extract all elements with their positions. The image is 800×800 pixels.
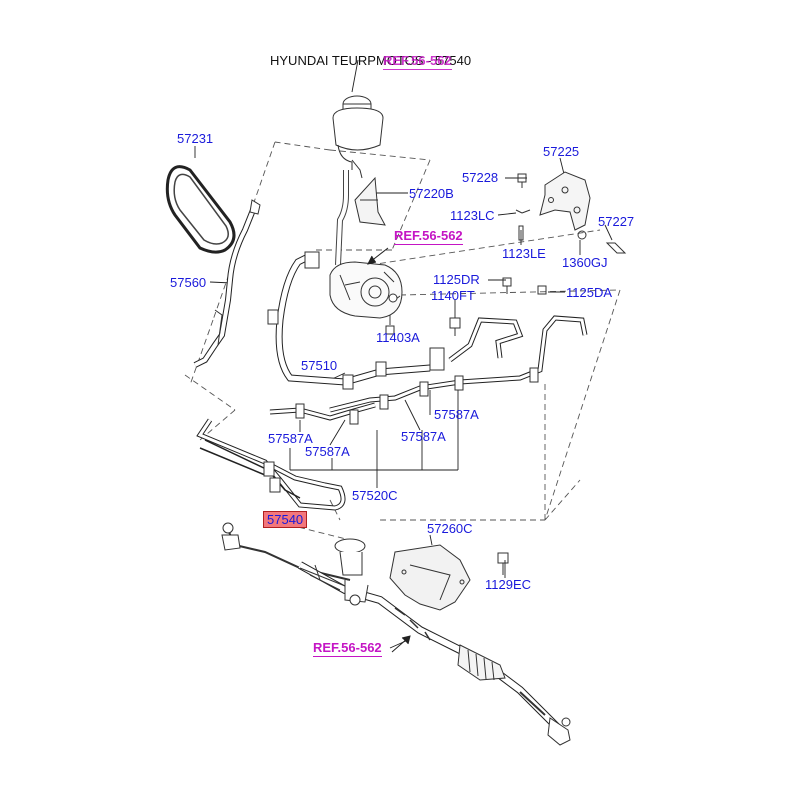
tube-57540-illustration bbox=[196, 418, 346, 511]
part-label-1140ft[interactable]: 1140FT bbox=[431, 288, 475, 303]
part-label-57225[interactable]: 57225 bbox=[543, 144, 580, 159]
part-label-1125dr[interactable]: 1125DR bbox=[433, 272, 480, 287]
part-label-57587a-left[interactable]: 57587A bbox=[268, 431, 313, 446]
ref-arrows bbox=[367, 247, 411, 653]
pump-illustration bbox=[329, 261, 403, 319]
part-label-57587a-right[interactable]: 57587A bbox=[401, 429, 446, 444]
part-label-57228[interactable]: 57228 bbox=[462, 170, 499, 185]
part-label-57560[interactable]: 57560 bbox=[170, 275, 207, 290]
hose-57510-illustration bbox=[267, 251, 445, 390]
part-label-1123le[interactable]: 1123LE bbox=[502, 246, 546, 261]
part-label-11403a[interactable]: 11403A bbox=[376, 330, 420, 345]
bracket-57220b-illustration bbox=[354, 176, 386, 226]
ref-link-gear[interactable]: REF.56-562 bbox=[313, 640, 382, 657]
part-label-57520c[interactable]: 57520C bbox=[352, 488, 398, 503]
reservoir-illustration bbox=[332, 95, 384, 266]
part-label-1129ec[interactable]: 1129EC bbox=[485, 577, 532, 592]
pipes-57520c-illustration bbox=[269, 315, 588, 425]
part-label-57231[interactable]: 57231 bbox=[177, 131, 214, 146]
cover-57260c-illustration bbox=[389, 544, 471, 611]
header-ref-link[interactable]: REF.56-562 bbox=[383, 53, 452, 70]
diagram-title: HYUNDAI TEURPMOTOS - 57540 bbox=[270, 53, 472, 68]
part-label-57220b[interactable]: 57220B bbox=[409, 186, 454, 201]
part-label-1123lc[interactable]: 1123LC bbox=[450, 208, 495, 223]
part-label-1360gj[interactable]: 1360GJ bbox=[562, 255, 608, 270]
ref-link-pump[interactable]: REF.56-562 bbox=[394, 228, 463, 245]
bracket-57225-illustration bbox=[539, 171, 591, 231]
belt-57231-illustration bbox=[165, 165, 236, 254]
hose-57560-illustration bbox=[193, 199, 261, 368]
part-label-57227[interactable]: 57227 bbox=[598, 214, 635, 229]
bolts bbox=[385, 173, 627, 575]
part-label-57260c[interactable]: 57260C bbox=[427, 521, 473, 536]
part-label-57587a-right-upper[interactable]: 57587A bbox=[434, 407, 479, 422]
dashed-guides bbox=[184, 141, 621, 541]
part-label-57510[interactable]: 57510 bbox=[301, 358, 338, 373]
part-label-1125da[interactable]: 1125DA bbox=[566, 285, 613, 300]
steering-gear-illustration bbox=[221, 522, 571, 746]
part-label-57540-highlighted[interactable]: 57540 bbox=[263, 511, 308, 528]
part-label-57587a-center[interactable]: 57587A bbox=[305, 444, 350, 459]
